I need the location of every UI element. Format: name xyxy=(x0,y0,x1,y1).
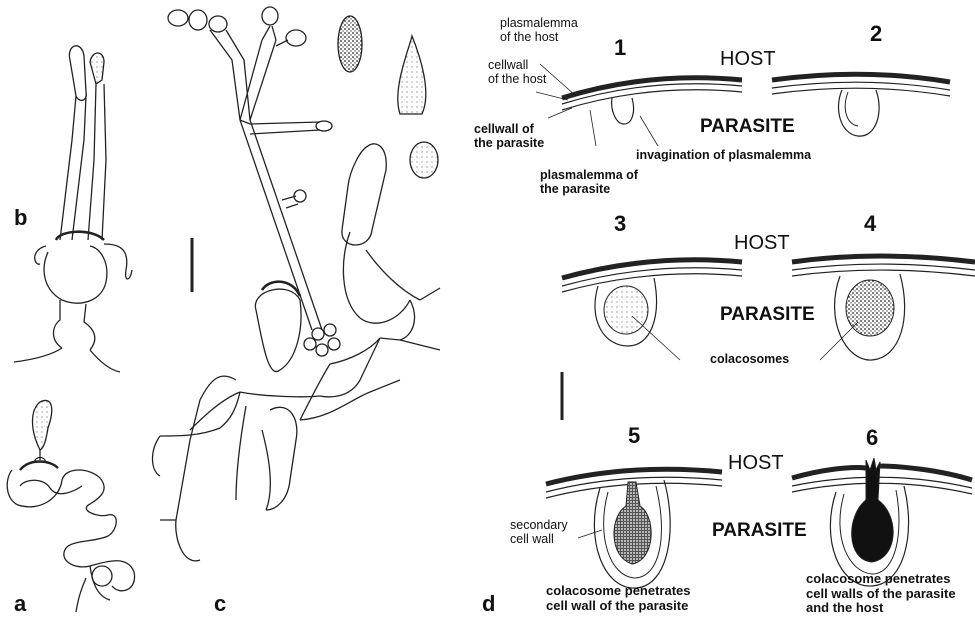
label-cellwall-parasite: cellwall of the parasite xyxy=(474,122,544,150)
panel-label-a: a xyxy=(14,592,26,617)
parasite-label-2: PARASITE xyxy=(720,304,815,325)
host-label-2: HOST xyxy=(734,232,790,254)
caption-stage-5: colacosome penetrates cell wall of the p… xyxy=(546,584,691,613)
stage-number-5: 5 xyxy=(628,424,640,449)
parasite-label-1: PARASITE xyxy=(700,116,795,137)
panel-label-d: d xyxy=(482,592,495,617)
stage-number-2: 2 xyxy=(870,22,882,47)
panel-d-drawing xyxy=(536,64,975,588)
stage-number-1: 1 xyxy=(614,36,626,61)
stage-number-4: 4 xyxy=(864,212,876,237)
label-cellwall-host: cellwall of the host xyxy=(488,58,546,86)
caption-stage-6: colacosome penetrates cell walls of the … xyxy=(806,572,956,616)
panel-label-c: c xyxy=(214,592,226,617)
panel-b-drawing xyxy=(14,46,132,372)
label-secondary-cell-wall: secondary cell wall xyxy=(510,518,568,546)
host-label-1: HOST xyxy=(720,48,776,70)
panel-c-drawing xyxy=(153,7,441,561)
panel-a-drawing xyxy=(7,400,134,612)
stage-number-6: 6 xyxy=(866,426,878,451)
host-label-3: HOST xyxy=(728,452,784,474)
panel-label-b: b xyxy=(14,206,27,231)
label-plasmalemma-parasite: plasmalemma of the parasite xyxy=(540,168,638,196)
label-colacosomes: colacosomes xyxy=(710,352,789,366)
label-plasmalemma-host: plasmalemma of the host xyxy=(500,16,578,44)
parasite-label-3: PARASITE xyxy=(712,520,807,541)
stage-number-3: 3 xyxy=(614,212,626,237)
label-invagination: invagination of plasmalemma xyxy=(636,148,811,162)
